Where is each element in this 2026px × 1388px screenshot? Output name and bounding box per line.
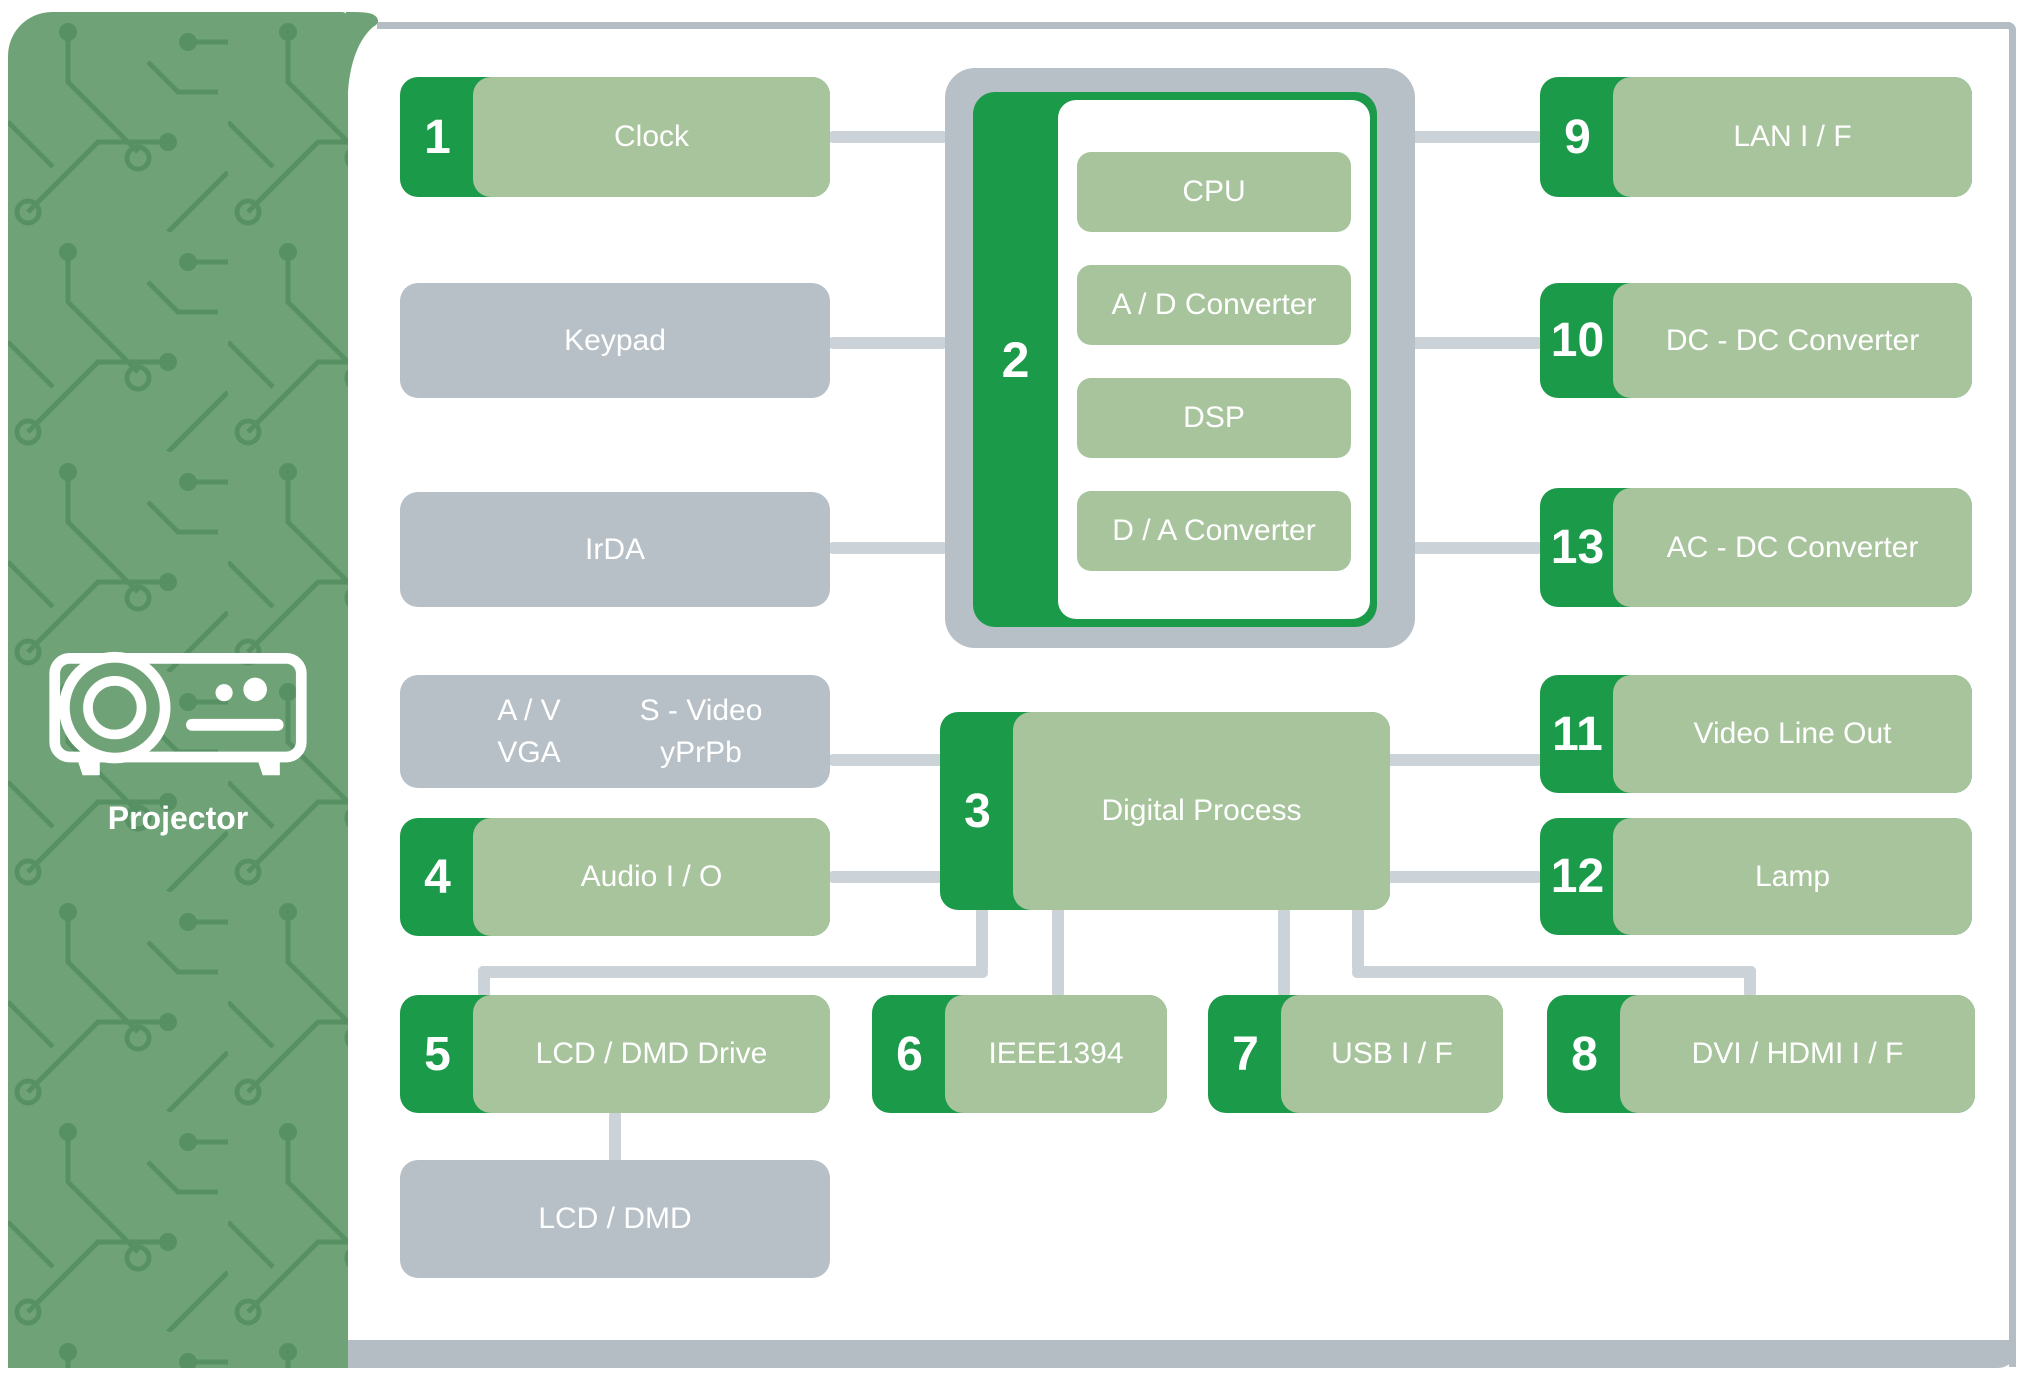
block-lcd-dmd: LCD / DMD [400,1160,830,1278]
processor-chip-panel: CPU A / D Converter DSP D / A Converter [1058,100,1370,619]
connector-processor-acdc [1410,542,1543,554]
block-ac-dc-converter-number: 13 [1550,521,1605,574]
block-lcd-dmd-drive: 5 LCD / DMD Drive [400,995,830,1113]
connector-clock-processor [828,131,948,143]
block-lan-if: 9 LAN I / F [1540,77,1972,197]
block-ac-dc-converter-label: AC - DC Converter [1666,530,1919,564]
connector-digital-dvi-drop [1744,966,1756,998]
block-dvi-hdmi-if-number: 8 [1571,1027,1598,1081]
panel-footer-bar [348,1340,2016,1368]
block-audio-io-number: 4 [424,850,451,904]
connector-digital-lcd-drive-stub [976,906,988,972]
connector-audio-digital [828,871,944,883]
svideo-input-label: S - Video [639,693,763,727]
connector-av-digital [828,754,944,766]
block-ac-dc-converter: 13 AC - DC Converter [1540,488,1972,607]
block-digital-process-number: 3 [964,784,991,838]
block-lcd-dmd-drive-label: LCD / DMD Drive [535,1037,768,1070]
block-processor-group-number: 2 [1001,331,1030,388]
connector-keypad-processor [828,337,948,349]
block-ieee1394-number: 6 [896,1027,923,1081]
sidebar-title: Projector [107,800,249,836]
block-irda: IrDA [400,492,830,607]
chip-cpu-label: CPU [1182,175,1246,208]
connector-digital-video-line-out [1386,754,1543,766]
block-audio-io: 4 Audio I / O [400,818,830,936]
connector-digital-dvi-stub [1352,906,1364,972]
vga-input-label: VGA [497,735,561,769]
block-usb-if-label: USB I / F [1331,1037,1453,1070]
panel-frame [377,22,2016,1367]
block-audio-io-label: Audio I / O [580,860,723,893]
block-video-line-out-label: Video Line Out [1693,717,1892,750]
block-lan-if-label: LAN I / F [1733,120,1852,153]
sidebar-curl [346,12,379,92]
chip-ad-converter-label: A / D Converter [1111,288,1317,321]
block-video-line-out: 11 Video Line Out [1540,675,1972,793]
block-ieee1394-label: IEEE1394 [988,1037,1124,1070]
block-usb-if: 7 USB I / F [1208,995,1503,1113]
chip-dsp-label: DSP [1183,401,1245,434]
av-input-label: A / V [497,693,561,727]
processor-chip-dsp: DSP [1077,378,1351,458]
block-digital-process-label: Digital Process [1101,794,1302,827]
connector-digital-dvi-horizontal [1352,966,1756,978]
connector-processor-dcdc [1410,337,1543,349]
processor-container: 2 CPU A / D Converter DSP D / A Converte… [945,68,1415,648]
block-lcd-dmd-label: LCD / DMD [538,1202,692,1235]
chip-da-converter-label: D / A Converter [1112,514,1316,547]
block-lan-if-number: 9 [1564,110,1591,164]
processor-chip-ad-converter: A / D Converter [1077,265,1351,345]
block-ieee1394: 6 IEEE1394 [872,995,1167,1113]
block-keypad-label: Keypad [564,323,666,357]
block-dvi-hdmi-if: 8 DVI / HDMI I / F [1547,995,1975,1113]
block-lamp: 12 Lamp [1540,818,1972,935]
block-lcd-dmd-drive-number: 5 [424,1027,451,1081]
block-lamp-number: 12 [1550,850,1605,903]
block-digital-process: 3 Digital Process [940,712,1390,910]
block-clock: 1 Clock [400,77,830,197]
block-dvi-hdmi-if-label: DVI / HDMI I / F [1691,1037,1904,1070]
block-irda-label: IrDA [585,532,645,566]
block-lamp-label: Lamp [1754,859,1831,893]
connector-digital-ieee1394 [1052,906,1064,998]
connector-processor-lan [1410,131,1543,143]
connector-digital-lcd-drive-drop [478,966,490,998]
block-video-line-out-number: 11 [1552,707,1603,761]
block-usb-if-number: 7 [1232,1027,1259,1081]
block-processor-group: 2 CPU A / D Converter DSP D / A Converte… [973,92,1377,627]
block-keypad: Keypad [400,283,830,398]
sidebar: Projector [8,12,348,1368]
connector-digital-usb [1278,906,1290,998]
block-av-inputs: A / V S - Video VGA yPrPb [400,675,830,788]
block-clock-label: Clock [613,120,689,153]
processor-chip-da-converter: D / A Converter [1077,491,1351,571]
yprpb-input-label: yPrPb [660,735,742,769]
block-dc-dc-converter-number: 10 [1550,314,1605,367]
projector-icon [49,651,307,776]
block-dc-dc-converter-label: DC - DC Converter [1665,323,1920,357]
connector-digital-lamp [1386,871,1543,883]
connector-lcd-drive-lcd [609,1110,621,1164]
connector-irda-processor [828,542,948,554]
connector-digital-lcd-drive-horizontal [478,966,988,978]
block-dc-dc-converter: 10 DC - DC Converter [1540,283,1972,398]
processor-chip-cpu: CPU [1077,152,1351,232]
block-clock-number: 1 [424,110,451,164]
